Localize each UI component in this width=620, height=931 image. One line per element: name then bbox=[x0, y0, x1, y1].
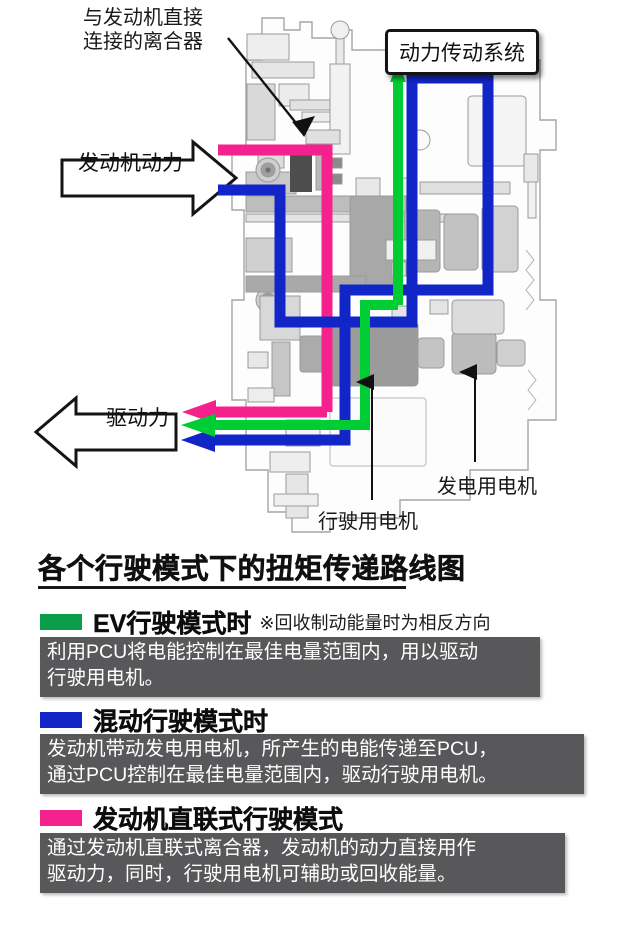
legend-title-ev: EV行驶模式时 bbox=[93, 610, 252, 638]
engine-power-arrow-shape bbox=[60, 138, 239, 218]
legend-swatch-engine-direct bbox=[40, 810, 82, 826]
transmission-cutaway-svg bbox=[33, 17, 557, 533]
section-title: 各个行驶模式下的扭矩传递路线图 bbox=[38, 553, 466, 585]
legend-section: 各个行驶模式下的扭矩传递路线图 EV行驶模式时 ※回收制动能量时为相反方向 利用… bbox=[0, 538, 620, 931]
legend-title-engine-direct: 发动机直联式行驶模式 bbox=[93, 806, 344, 834]
label-engine-power-text: 发动机动力 bbox=[78, 152, 183, 175]
label-powertrain-system: 动力传动系统 bbox=[385, 29, 539, 75]
label-drive-motor: 行驶用电机 bbox=[318, 511, 418, 533]
callout-engine-direct-clutch: 与发动机直接 连接的离合器 bbox=[83, 7, 203, 54]
legend-row-engine-direct: 发动机直联式行驶模式 bbox=[40, 800, 351, 836]
legend-title-hybrid: 混动行驶模式时 bbox=[93, 708, 269, 736]
legend-swatch-hybrid bbox=[40, 712, 82, 728]
legend-description-ev: 利用PCU将电能控制在最佳电量范围内，用以驱动 行驶用电机。 bbox=[40, 637, 540, 697]
legend-swatch-ev bbox=[40, 614, 82, 630]
legend-description-engine-direct: 通过发动机直联式离合器，发动机的动力直接用作 驱动力，同时，行驶用电机可辅助或回… bbox=[40, 833, 565, 893]
label-drive-force: 驱动力 bbox=[62, 402, 169, 432]
title-underline bbox=[38, 586, 406, 589]
label-engine-power: 发动机动力 bbox=[60, 147, 183, 177]
label-drive-force-text: 驱动力 bbox=[106, 407, 169, 430]
powertrain-diagram: 与发动机直接 连接的离合器 动力传动系统 发动机动力 驱动力 行驶用电机 发电用… bbox=[33, 7, 557, 533]
flow-ev-green bbox=[181, 62, 406, 437]
clutch-leader-line bbox=[227, 37, 315, 137]
label-generator-motor: 发电用电机 bbox=[437, 476, 537, 498]
legend-description-hybrid: 发动机带动发电用电机，所产生的电能传递至PCU， 通过PCU控制在最佳电量范围内… bbox=[40, 734, 584, 794]
drive-force-arrow-shape bbox=[33, 394, 178, 470]
legend-row-hybrid: 混动行驶模式时 bbox=[40, 702, 276, 738]
legend-row-ev: EV行驶模式时 ※回收制动能量时为相反方向 bbox=[40, 604, 490, 640]
legend-note-ev: ※回收制动能量时为相反方向 bbox=[259, 613, 491, 633]
cutaway-blocks bbox=[245, 20, 539, 519]
